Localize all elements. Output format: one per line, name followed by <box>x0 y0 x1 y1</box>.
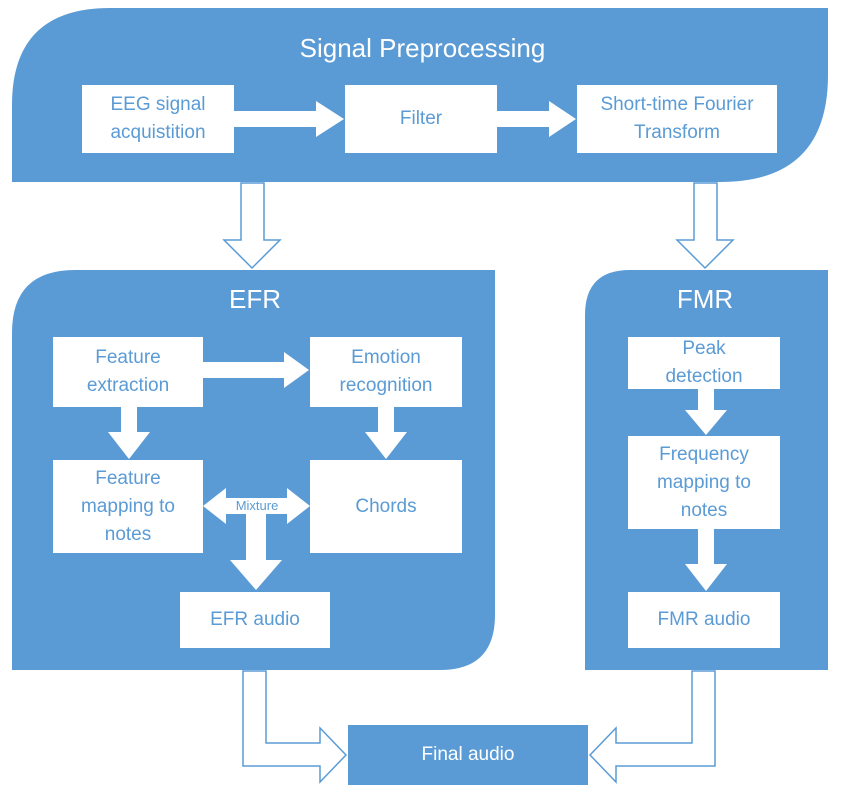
arrow-peak-to-frequency <box>685 389 727 435</box>
feature-mapping-label: Feature mapping to notes <box>80 467 175 545</box>
peak-detection-label: Peak detection <box>665 338 743 387</box>
arrow-filter-to-stft <box>497 101 576 137</box>
arrow-eeg-to-filter <box>234 101 344 137</box>
fmr-audio-box <box>628 592 780 648</box>
final-audio-label: Final audio <box>421 744 515 765</box>
emotion-recognition-box <box>310 337 462 407</box>
final-audio-box <box>348 725 588 785</box>
arrow-feature-to-emotion <box>203 352 309 388</box>
fmr-title: FMR <box>676 284 734 314</box>
arrow-frequency-to-fmr-audio <box>685 529 727 591</box>
emotion-recognition-label: Emotion recognition <box>339 347 433 396</box>
fmr-audio-label: FMR audio <box>657 609 751 630</box>
filter-box <box>345 85 497 153</box>
chords-box <box>310 460 462 553</box>
arrow-mixture-bidirectional <box>203 488 310 524</box>
arrow-feature-to-mapping <box>108 407 150 459</box>
chords-label: Chords <box>355 495 417 517</box>
arrow-fmr-to-final <box>588 670 716 784</box>
feature-extraction-box <box>53 337 203 407</box>
arrow-efr-to-final <box>242 670 348 784</box>
eeg-signal-label: EEG signal acquistition <box>110 94 206 143</box>
efr-audio-box <box>180 592 330 648</box>
peak-detection-box <box>628 337 780 389</box>
mixture-label: Mixture <box>235 498 279 513</box>
efr-audio-label: EFR audio <box>210 609 300 630</box>
arrow-mixture-to-efr-audio <box>230 514 282 590</box>
frequency-mapping-box <box>628 436 780 529</box>
feature-extraction-label: Feature extraction <box>86 347 170 396</box>
filter-label: Filter <box>399 108 443 129</box>
stft-label: Short-time Fourier Transform <box>600 94 754 143</box>
signal-preprocessing-title: Signal Preprocessing <box>299 33 546 63</box>
arrow-pre-to-fmr <box>675 182 735 270</box>
arrow-pre-to-efr <box>222 182 282 270</box>
frequency-mapping-label: Frequency mapping to notes <box>656 443 751 521</box>
efr-title: EFR <box>229 284 281 314</box>
eeg-signal-box <box>82 85 234 153</box>
feature-mapping-box <box>53 460 203 553</box>
arrow-emotion-to-chords <box>365 407 407 459</box>
stft-box <box>577 85 777 153</box>
